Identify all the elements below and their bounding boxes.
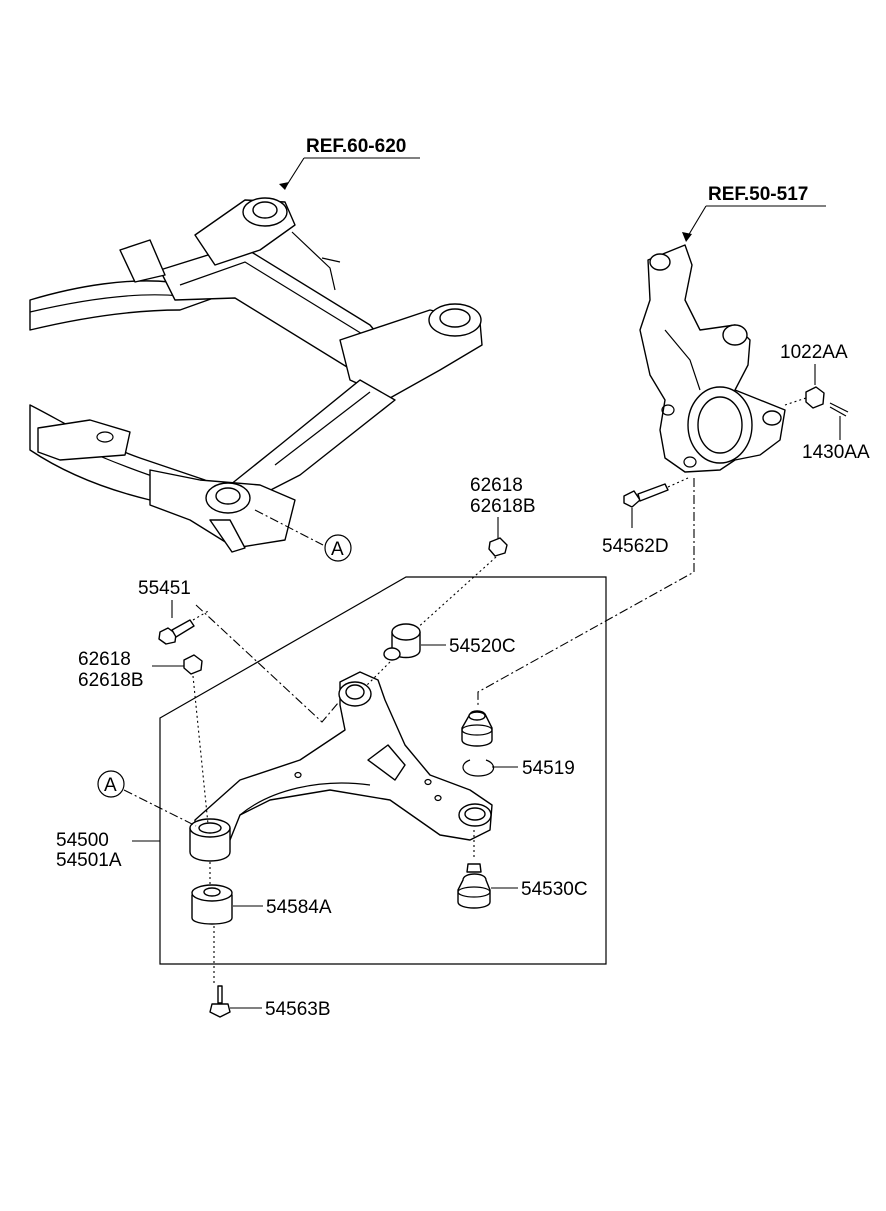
part-54563B-label: 54563B xyxy=(265,999,331,1020)
part-54530C[interactable]: 54530C xyxy=(457,830,588,909)
part-54519-label: 54519 xyxy=(522,758,575,779)
part-54500[interactable]: 54500 54501A xyxy=(56,830,160,871)
part-54584A[interactable]: 54584A xyxy=(191,862,332,925)
subframe-reference-label: REF.60-620 xyxy=(306,136,406,157)
arm-callout-a-label: A xyxy=(104,775,117,796)
lower-control-arm[interactable] xyxy=(189,671,493,862)
subframe-reference[interactable]: REF.60-620 xyxy=(279,136,420,190)
knuckle-reference-label: REF.50-517 xyxy=(708,184,808,205)
part-62618-top[interactable]: 62618 62618B xyxy=(414,475,536,631)
part-62618B-top-label: 62618B xyxy=(470,496,536,517)
part-54563B[interactable]: 54563B xyxy=(209,926,331,1020)
subframe-callout-a-label: A xyxy=(331,539,344,560)
arm-callout-a[interactable]: A xyxy=(97,770,197,827)
part-55451[interactable]: 55451 xyxy=(138,578,339,723)
part-54584A-label: 54584A xyxy=(266,897,332,918)
part-62618-left[interactable]: 62618 62618B xyxy=(78,649,209,825)
part-1022AA-label: 1022AA xyxy=(780,342,848,363)
ball-joint-boot[interactable] xyxy=(461,710,493,747)
part-54500-label: 54500 xyxy=(56,830,109,851)
front-subframe[interactable] xyxy=(29,197,483,553)
assembly-line-front-bolt xyxy=(195,604,339,723)
part-1430AA[interactable]: 1430AA xyxy=(802,402,870,463)
part-54520C[interactable]: 54520C xyxy=(365,623,516,687)
lower-arm-kit-frame xyxy=(159,576,607,965)
arrow-head-icon xyxy=(279,182,289,190)
part-1022AA[interactable]: 1022AA xyxy=(780,342,848,409)
part-54562D[interactable]: 54562D xyxy=(602,477,689,557)
part-62618-left-label: 62618 xyxy=(78,649,131,670)
subframe-callout-a[interactable]: A xyxy=(254,509,352,562)
steering-knuckle[interactable] xyxy=(639,244,786,473)
part-54562D-label: 54562D xyxy=(602,536,669,557)
part-55451-label: 55451 xyxy=(138,578,191,599)
part-54501A-label: 54501A xyxy=(56,850,122,871)
part-1430AA-label: 1430AA xyxy=(802,442,870,463)
part-62618-top-label: 62618 xyxy=(470,475,523,496)
arrow-head-icon xyxy=(682,232,692,242)
knuckle-reference[interactable]: REF.50-517 xyxy=(682,184,826,242)
part-62618B-left-label: 62618B xyxy=(78,670,144,691)
assembly-line-ball-joint xyxy=(477,478,695,705)
part-54530C-label: 54530C xyxy=(521,879,588,900)
part-54519[interactable]: 54519 xyxy=(462,758,575,779)
part-54520C-label: 54520C xyxy=(449,636,516,657)
